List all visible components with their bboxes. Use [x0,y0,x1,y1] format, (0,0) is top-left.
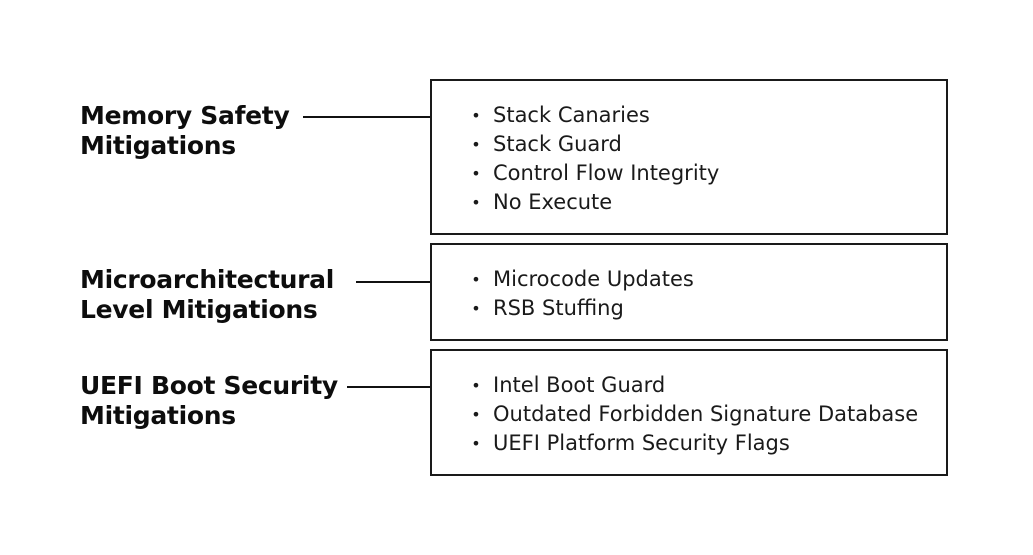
bullet-icon: • [471,106,481,125]
connector-line [303,116,432,118]
group-title-line: Microarchitectural [80,265,334,294]
list-item-label: Outdated Forbidden Signature Database [493,402,919,426]
list-item: • Outdated Forbidden Signature Database [471,400,918,429]
list-item-label: Control Flow Integrity [493,161,720,185]
list-item: • Intel Boot Guard [471,371,918,400]
group-title-line: Mitigations [80,131,236,160]
mitigation-box-microarchitectural: • Microcode Updates • RSB Stuffing [430,243,948,341]
bullet-icon: • [471,299,481,318]
bullet-icon: • [471,193,481,212]
group-title-memory-safety: Memory Safety Mitigations [80,101,290,161]
bullet-icon: • [471,376,481,395]
mitigation-box-memory-safety: • Stack Canaries • Stack Guard • Control Fl… [430,79,948,235]
mitigation-list: • Intel Boot Guard • Outdated Forbidden Si… [471,371,918,458]
bullet-icon: • [471,405,481,424]
list-item-label: Stack Guard [493,132,622,156]
list-item: • Stack Canaries [471,101,719,130]
list-item-label: RSB Stuffing [493,296,624,320]
list-item: • UEFI Platform Security Flags [471,429,918,458]
bullet-icon: • [471,270,481,289]
connector-line [347,386,432,388]
list-item-label: UEFI Platform Security Flags [493,431,790,455]
bullet-icon: • [471,434,481,453]
group-title-line: Level Mitigations [80,295,318,324]
list-item-label: No Execute [493,190,613,214]
mitigation-list: • Stack Canaries • Stack Guard • Control Fl… [471,101,719,217]
group-title-line: Mitigations [80,401,236,430]
list-item-label: Stack Canaries [493,103,650,127]
list-item: • RSB Stuffing [471,294,694,323]
bullet-icon: • [471,135,481,154]
bullet-icon: • [471,164,481,183]
list-item: • Control Flow Integrity [471,159,719,188]
group-title-line: UEFI Boot Security [80,371,338,400]
list-item: • Stack Guard [471,130,719,159]
group-title-line: Memory Safety [80,101,290,130]
list-item-label: Microcode Updates [493,267,694,291]
connector-line [356,281,432,283]
list-item: • No Execute [471,188,719,217]
list-item: • Microcode Updates [471,265,694,294]
mitigation-box-uefi-boot: • Intel Boot Guard • Outdated Forbidden Si… [430,349,948,476]
group-title-microarchitectural: Microarchitectural Level Mitigations [80,265,334,325]
mitigation-list: • Microcode Updates • RSB Stuffing [471,265,694,323]
list-item-label: Intel Boot Guard [493,373,666,397]
group-title-uefi-boot: UEFI Boot Security Mitigations [80,371,338,431]
